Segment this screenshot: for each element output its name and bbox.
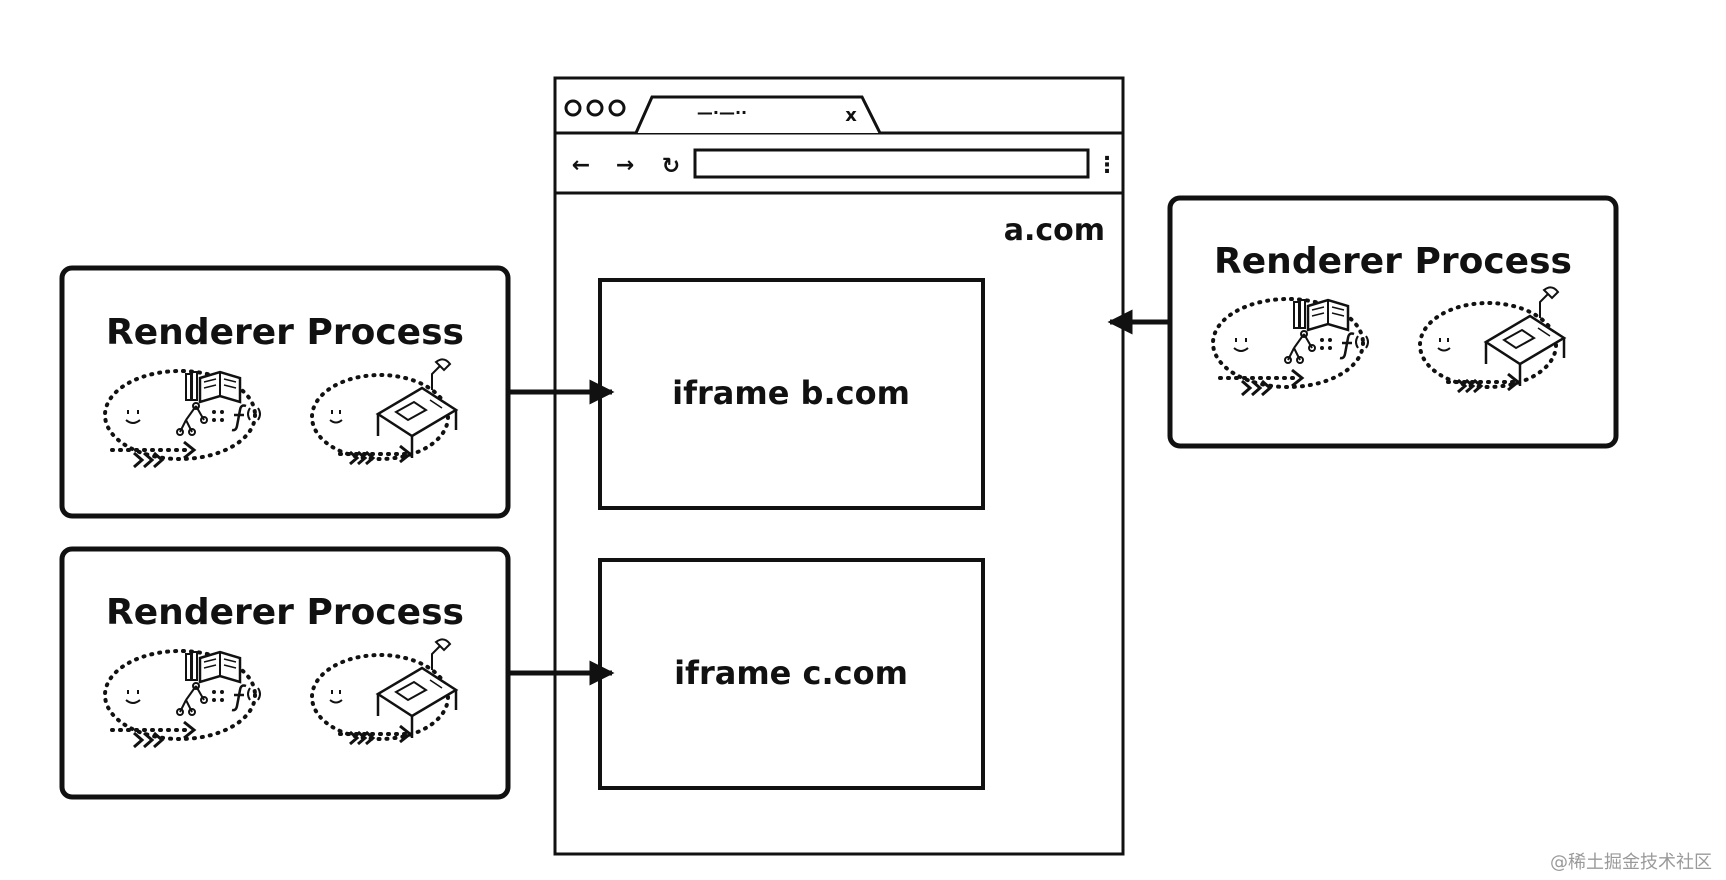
forward-arrow-icon[interactable]: → bbox=[616, 153, 634, 178]
watermark-text: @稀土掘金技术社区 bbox=[1550, 852, 1712, 873]
window-maximize-dot-icon[interactable] bbox=[608, 99, 626, 117]
menu-kebab-icon[interactable]: ⋮ bbox=[1096, 153, 1118, 178]
tab-close-icon[interactable]: x bbox=[845, 105, 857, 126]
renderer-process-c: Renderer Process bbox=[59, 546, 511, 800]
back-arrow-icon[interactable]: ← bbox=[572, 153, 590, 178]
reload-icon[interactable]: ↻ bbox=[662, 154, 680, 179]
page-origin-label: a.com bbox=[1004, 213, 1105, 248]
window-close-dot-icon[interactable] bbox=[564, 99, 582, 117]
window-minimize-dot-icon[interactable] bbox=[586, 99, 604, 117]
iframe-b-label: iframe b.com bbox=[672, 374, 910, 412]
renderer-process-c-title: Renderer Process bbox=[106, 592, 464, 633]
renderer-process-a: Renderer Process bbox=[1167, 195, 1619, 449]
browser-tab[interactable] bbox=[634, 95, 882, 134]
browser-window: —·—·· x ← → ↻ ⋮ a.com iframe b.com ifram… bbox=[553, 76, 1125, 856]
iframe-c-box bbox=[598, 558, 985, 790]
renderer-process-a-title: Renderer Process bbox=[1214, 241, 1572, 282]
renderer-process-b: Renderer Process bbox=[59, 265, 511, 519]
iframe-c-label: iframe c.com bbox=[674, 654, 908, 692]
tab-title: —·—·· bbox=[697, 103, 747, 122]
renderer-process-b-title: Renderer Process bbox=[106, 312, 464, 353]
address-bar[interactable] bbox=[693, 148, 1090, 179]
